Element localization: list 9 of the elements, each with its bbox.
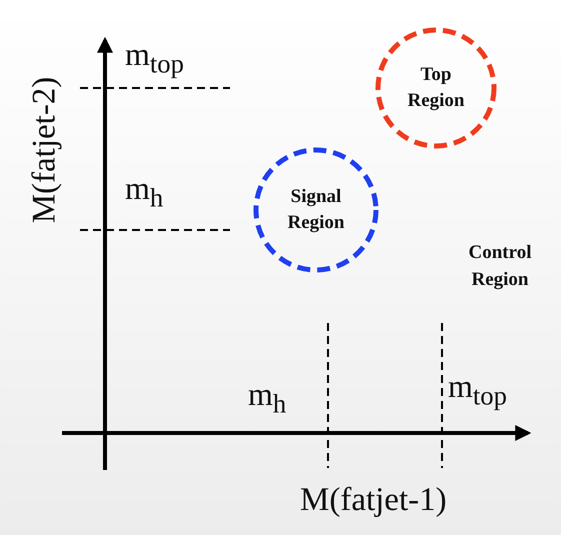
region-label: Control Region	[468, 241, 532, 292]
region-label: Top Region	[406, 63, 466, 113]
axis-title: M(fatjet-1)	[300, 484, 447, 517]
axis-title: M(fatjet-2)	[28, 76, 62, 224]
region-label: Signal Region	[286, 185, 346, 235]
tick-label: m$_{h}$	[248, 378, 286, 418]
tick-label: m$_{h}$	[125, 172, 164, 212]
tick-label: m$_{top}$	[125, 38, 184, 78]
tick-label: m$_{top}$	[448, 370, 507, 410]
